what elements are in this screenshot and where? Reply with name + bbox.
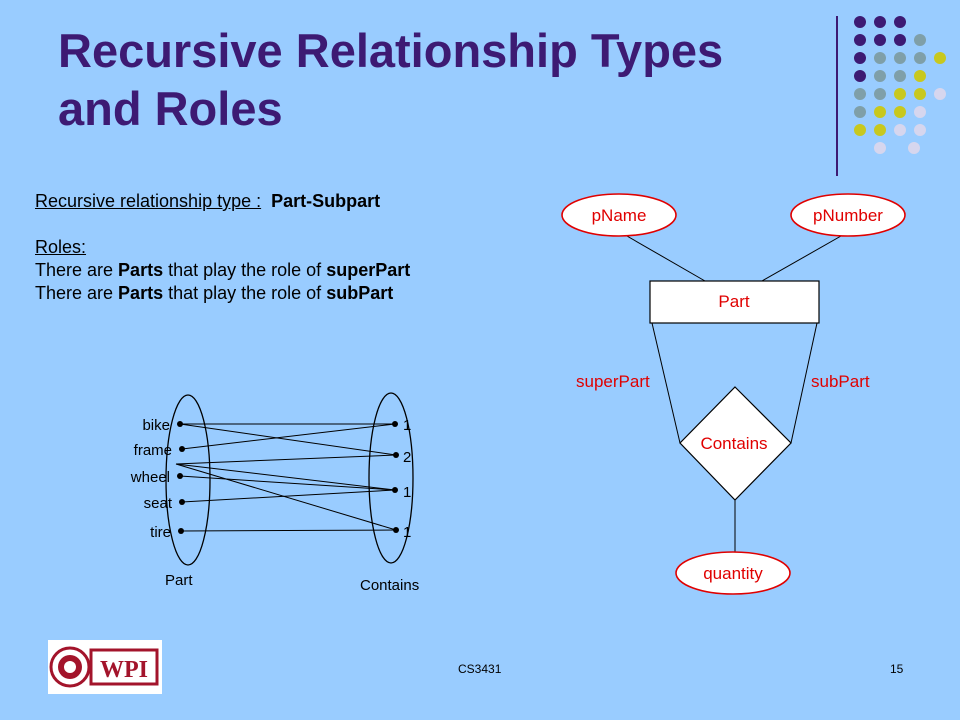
instance-links (175, 423, 397, 532)
right-item: 1 (403, 524, 411, 541)
contains-set-label: Contains (360, 577, 419, 594)
title-line-2: and Roles (58, 82, 283, 135)
pname-attribute (561, 193, 677, 237)
title-divider (836, 16, 838, 176)
superpart-role-label: superPart (576, 372, 650, 391)
part-entity-label: Part (718, 292, 749, 311)
role-line-1: There are Parts that play the role of su… (35, 260, 411, 280)
right-item: 1 (403, 417, 411, 434)
pnumber-attribute (790, 193, 906, 237)
right-item: 2 (403, 449, 411, 466)
pnumber-label: pNumber (813, 206, 883, 225)
title-line-1: Recursive Relationship Types (58, 24, 724, 77)
pname-label: pName (592, 206, 647, 225)
contains-label: Contains (700, 434, 767, 453)
quantity-attribute (675, 551, 791, 595)
left-item: tire (150, 524, 171, 541)
quantity-label: quantity (703, 564, 763, 583)
slide-number: 15 (890, 662, 904, 676)
rel-type-label: Recursive relationship type : (35, 191, 262, 211)
left-item: frame (134, 442, 172, 459)
rel-type-value: Part-Subpart (271, 191, 381, 211)
slide-title: Recursive Relationship Types and Roles (58, 22, 818, 138)
part-set-ellipse (165, 394, 211, 566)
decorative-dot-grid (854, 16, 946, 154)
roles-heading: Roles: (35, 237, 87, 257)
part-set-label: Part (165, 572, 193, 589)
wpi-seal-icon: WPI (49, 646, 159, 688)
part-entity (649, 280, 820, 324)
role-line-2: There are Parts that play the role of su… (35, 283, 394, 303)
right-item: 1 (403, 484, 411, 501)
contains-set-ellipse (368, 392, 414, 564)
rel-type-line: Recursive relationship type : Part-Subpa… (35, 190, 555, 213)
wpi-logo-text: WPI (100, 657, 148, 683)
left-item: wheel (130, 469, 170, 486)
wpi-logo: WPI (48, 640, 162, 694)
footer-course: CS3431 (458, 662, 502, 676)
subpart-role-label: subPart (811, 372, 870, 391)
body-text: Recursive relationship type : Part-Subpa… (35, 190, 555, 305)
contains-relationship (679, 386, 792, 501)
left-item: seat (144, 495, 173, 512)
left-item: bike (142, 417, 170, 434)
